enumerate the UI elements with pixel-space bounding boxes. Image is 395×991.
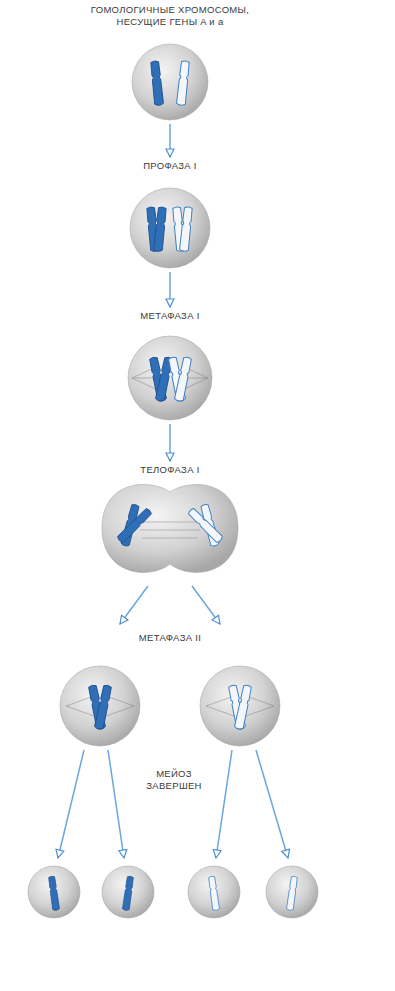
cell [266,866,318,918]
cell [60,666,140,746]
stage-node: ТЕЛОФАЗА I [95,464,245,580]
stage-label: МЕЙОЗ ЗАВЕРШЕН [138,768,210,793]
cell [102,866,154,918]
cell [132,44,208,120]
stage-title: ПРОФАЗА I [105,160,235,172]
stage-node: ПРОФАЗА I [105,160,235,270]
arrow [120,586,220,624]
cell [28,866,80,918]
stage-title: ГОМОЛОГИЧНЫЕ ХРОМОСОМЫ, НЕСУЩИЕ ГЕНЫ A и… [80,4,260,29]
stage-arrow [169,272,171,307]
stage-label: МЕТАФАЗА II [110,632,230,644]
stage-arrow [169,124,171,157]
cell [130,188,210,268]
dividing-cell [102,484,238,572]
arrow [58,750,288,858]
cell [188,866,240,918]
stage-node: ГОМОЛОГИЧНЫЕ ХРОМОСОМЫ, НЕСУЩИЕ ГЕНЫ A и… [80,4,260,122]
cell [128,336,212,420]
spindle [140,522,200,538]
stage-title: ТЕЛОФАЗА I [95,464,245,476]
stage-arrow [169,424,171,461]
stage-node: МЕТАФАЗА I [105,310,235,422]
cell [200,666,280,746]
stage-title: МЕТАФАЗА I [105,310,235,322]
